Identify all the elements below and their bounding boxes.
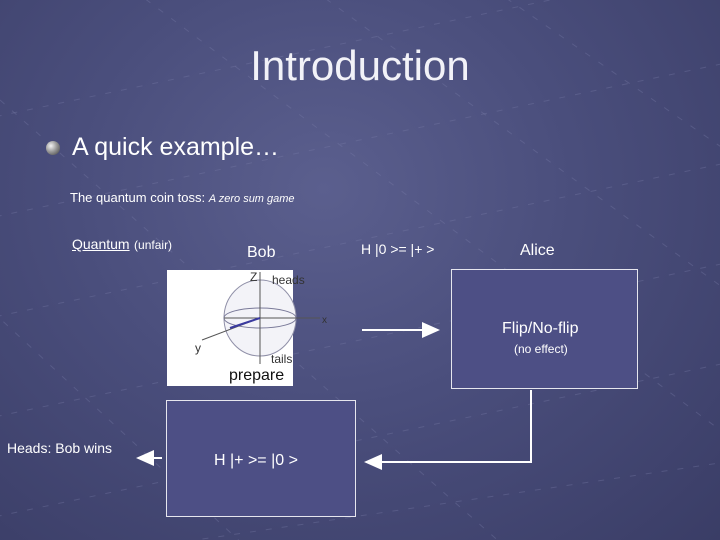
z-axis-label: Z — [250, 270, 258, 284]
bullet-icon — [46, 141, 60, 155]
slide-title: Introduction — [250, 42, 470, 89]
prepare-label: prepare — [229, 367, 285, 384]
bullet-text: A quick example… — [72, 133, 280, 161]
arrow-alice-to-measurement — [364, 390, 532, 470]
alice-box — [451, 269, 638, 389]
x-axis-label: x — [322, 315, 327, 326]
quantum-label: Quantum — [72, 236, 130, 252]
alice-label: Alice — [520, 242, 555, 259]
subtitle: The quantum coin toss: A zero sum game — [70, 190, 295, 205]
hplus-equation: H |+ >= |0 > — [214, 452, 298, 469]
quantum-qualifier: (unfair) — [134, 238, 173, 252]
quantum-label-group: Quantum (unfair) — [72, 236, 172, 254]
subtitle-italic: A zero sum game — [208, 193, 295, 205]
tails-label: tails — [271, 352, 293, 366]
subtitle-main: The quantum coin toss: — [70, 190, 209, 205]
alice-action-note: (no effect) — [514, 342, 568, 356]
y-axis-label: y — [195, 341, 201, 355]
state-vector — [229, 317, 261, 329]
measurement-box — [166, 400, 356, 517]
heads-label: heads — [272, 273, 305, 287]
alice-action: Flip/No-flip — [502, 320, 579, 337]
h0-equation: H |0 >= |+ > — [361, 241, 435, 257]
bob-label: Bob — [247, 244, 276, 261]
outcome-label: Heads: Bob wins — [7, 440, 113, 456]
